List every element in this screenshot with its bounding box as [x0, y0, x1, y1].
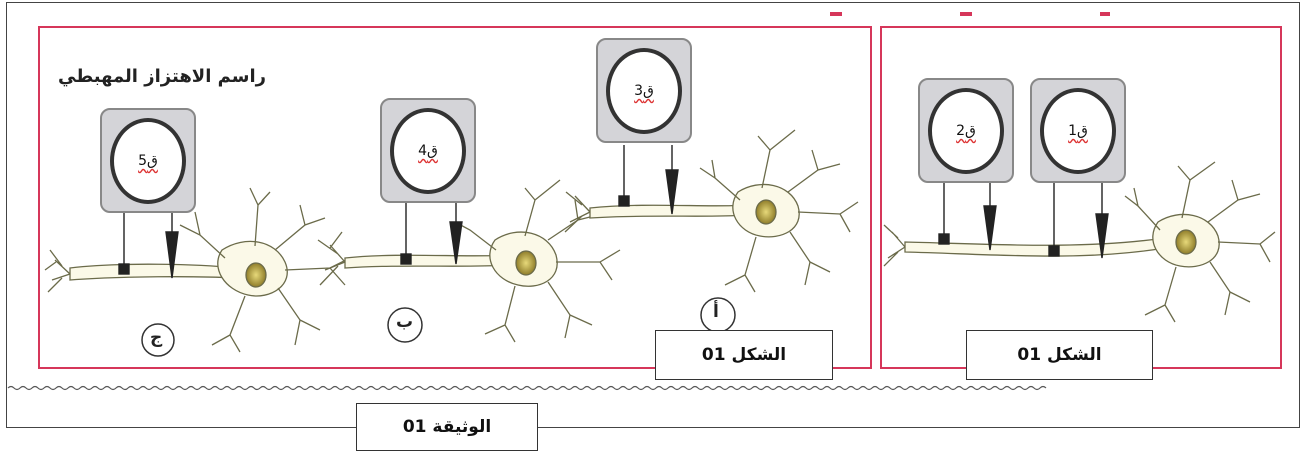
oscilloscope-screen: ق5 — [110, 118, 186, 204]
oscilloscope-label: ق2 — [956, 123, 976, 139]
top-dash-2 — [960, 12, 972, 16]
document-label: الوثيقة 01 — [356, 403, 538, 451]
oscilloscope-screen: ق1 — [1040, 88, 1116, 174]
oscilloscope-4: ق4 — [380, 98, 476, 203]
neuron-letter-circles — [141, 297, 736, 357]
oscilloscope-label: ق5 — [138, 153, 158, 169]
neuron-a — [564, 129, 859, 293]
neuron-b — [317, 179, 621, 343]
neuron-letter-b: ب — [396, 312, 414, 332]
oscilloscope-1: ق1 — [1030, 78, 1126, 183]
figure-title: راسم الاهتزاز المهبطي — [58, 66, 266, 87]
oscilloscope-5: ق5 — [100, 108, 196, 213]
oscilloscope-label: ق4 — [418, 143, 438, 159]
neuron-letter-j: ج — [150, 328, 163, 348]
oscilloscope-3: ق3 — [596, 38, 692, 143]
neuron-j — [44, 187, 351, 353]
figure-caption-left: الشكل 01 — [655, 330, 833, 380]
oscilloscope-screen: ق4 — [390, 108, 466, 194]
oscilloscope-screen: ق2 — [928, 88, 1004, 174]
figure-caption-right: الشكل 01 — [966, 330, 1153, 380]
neuron-right — [883, 161, 1276, 323]
top-dash-1 — [830, 12, 842, 16]
oscilloscope-screen: ق3 — [606, 48, 682, 134]
neuron-letter-a: أ — [713, 302, 719, 322]
electrodes — [118, 145, 1109, 279]
top-dash-3 — [1100, 12, 1110, 16]
oscilloscope-label: ق1 — [1068, 123, 1088, 139]
oscilloscope-2: ق2 — [918, 78, 1014, 183]
wavy-separator — [7, 385, 1047, 391]
oscilloscope-label: ق3 — [634, 83, 654, 99]
